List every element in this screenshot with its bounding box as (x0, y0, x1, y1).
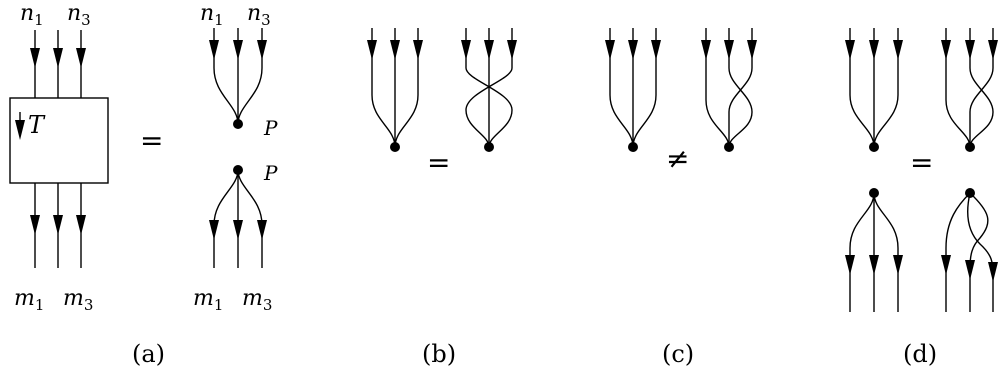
relation-d: = (910, 146, 933, 179)
output-wires (30, 183, 86, 268)
merge-node-left-c (605, 28, 661, 152)
rhs-label-n1: n1 (200, 1, 224, 29)
caption-c: (c) (662, 340, 694, 368)
merge-node-left-d (845, 28, 903, 152)
relation-b: = (427, 146, 450, 179)
label-n3: n3 (67, 1, 91, 29)
panel-a: n1 n3 T m1 m3 = n1 (9, 1, 278, 368)
panel-b: = (b) (367, 28, 517, 368)
merge-node-right-d (941, 28, 998, 152)
label-n1: n1 (20, 1, 44, 29)
caption-d: (d) (903, 340, 937, 368)
panel-d: = (d) (845, 28, 998, 368)
split-node-right-d (941, 188, 998, 312)
box-label-t: T (28, 111, 46, 139)
split-node-p (209, 165, 267, 268)
label-m1: m1 (14, 286, 44, 314)
panel-c: ≠ (c) (605, 28, 757, 368)
split-node-left-d (845, 188, 903, 312)
rhs-label-n3: n3 (247, 1, 271, 29)
rhs-label-m3: m3 (242, 286, 272, 314)
merge-node-left-b (367, 28, 423, 152)
input-wires (30, 30, 86, 98)
equals-sign-a: = (140, 124, 163, 157)
label-m3: m3 (63, 286, 93, 314)
relation-c: ≠ (666, 142, 689, 175)
caption-b: (b) (422, 340, 456, 368)
merge-node-right-b (461, 28, 517, 152)
caption-a: (a) (132, 340, 165, 368)
merge-node-right-c (701, 28, 757, 152)
rhs-label-m1: m1 (193, 286, 223, 314)
merge-node-p (209, 28, 267, 129)
node-label-p-bottom: P (263, 161, 278, 185)
tensor-box (9, 97, 109, 184)
node-label-p-top: P (263, 116, 278, 140)
